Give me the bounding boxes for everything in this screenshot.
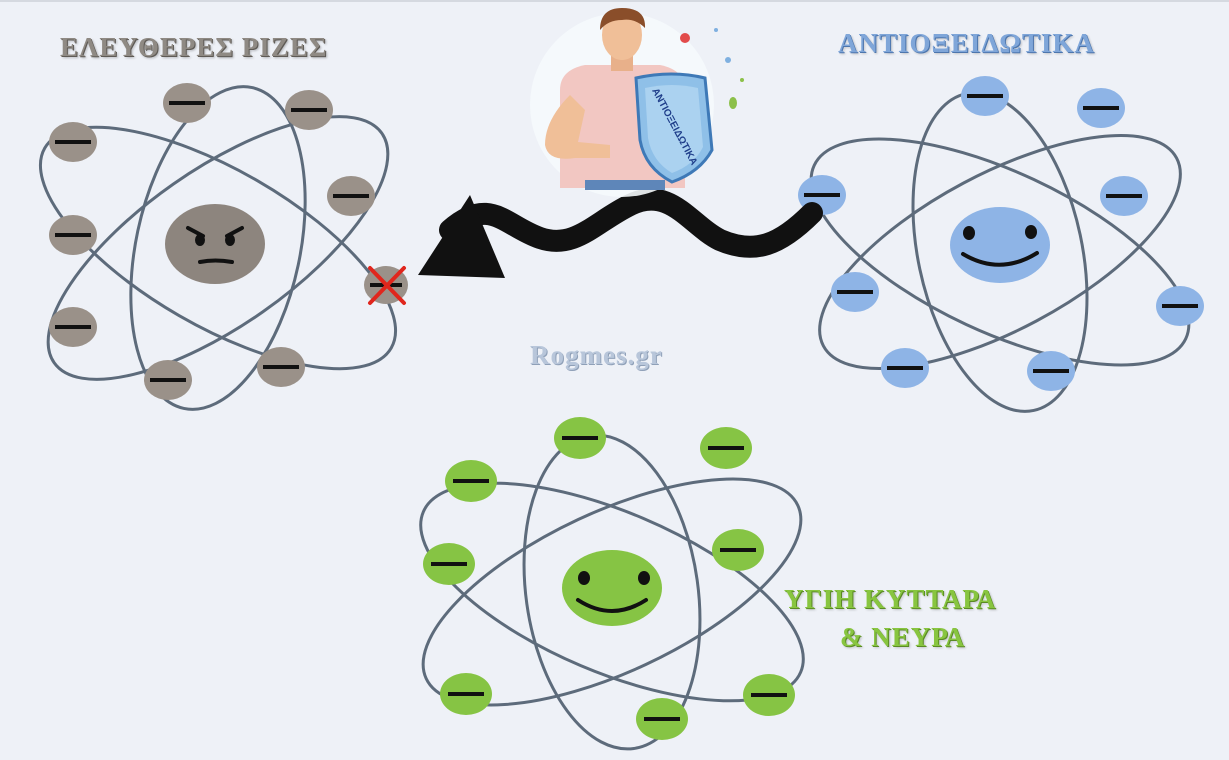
curvy-arrow-icon [418,188,823,278]
antioxidant-nucleus [950,207,1050,283]
healthy-charges [431,436,787,721]
antioxidant-atom [798,76,1204,413]
person-with-shield-icon: ΑΝΤΙΟΞΕΙΔΩΤΙΚΑ [530,8,744,197]
top-border [0,0,1229,2]
free-radical-orbits [38,85,398,411]
healthy-cells-title-line2: & ΝΕΥΡΑ [840,622,966,652]
free-radical-nucleus [165,204,265,284]
free-radicals-title: ΕΛΕΥΘΕΡΕΣ ΡΙΖΕΣ [60,32,328,62]
antioxidants-title: ΑΝΤΙΟΞΕΙΔΩΤΙΚΑ [838,28,1095,58]
watermark: Rogmes.gr [530,340,663,370]
healthy-cell-atom [419,417,805,751]
free-radical-charges [55,101,402,382]
germ-icon [729,97,737,109]
free-radical-atom [38,83,408,411]
healthy-cells-title-line1: ΥΓΙΗ ΚΥΤΤΑΡΑ [784,584,997,614]
antioxidant-charges [804,94,1198,373]
healthy-cells-title: ΥΓΙΗ ΚΥΤΤΑΡΑ & ΝΕΥΡΑ [784,580,996,656]
red-x-icon [368,266,406,305]
germ-icon [680,33,690,43]
healthy-nucleus [562,550,662,626]
